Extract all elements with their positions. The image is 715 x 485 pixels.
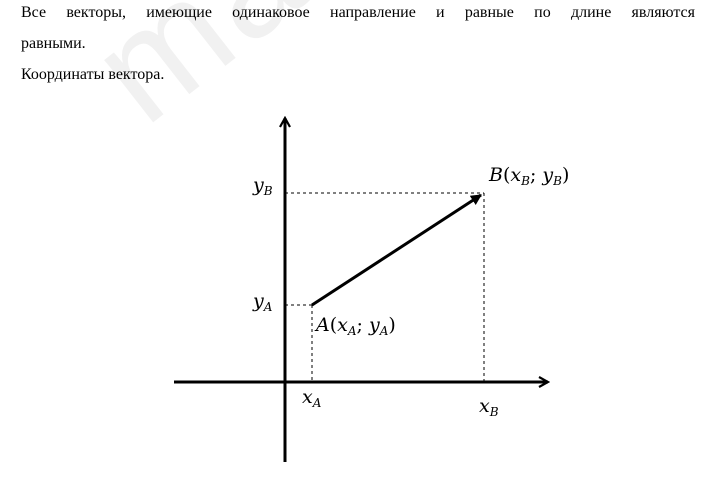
section-heading: Координаты вектора.	[21, 66, 165, 83]
vector-ab	[311, 193, 482, 307]
label-point-b: B(xB; yB)	[488, 164, 569, 188]
word: одинаковое	[232, 4, 310, 21]
word: равные	[464, 4, 514, 21]
label-point-a: A(xA; yA)	[314, 314, 396, 338]
word: являются	[631, 4, 695, 21]
word: по	[534, 4, 551, 21]
paragraph-line-1: Все векторы, имеющие одинаковое направле…	[21, 4, 695, 22]
word: длине	[570, 4, 612, 21]
word: Все	[21, 4, 47, 21]
word: направление	[330, 4, 416, 21]
paragraph-line-2: равными.	[21, 35, 86, 52]
label-y-b: yB	[252, 174, 273, 198]
label-x-b: xB	[479, 395, 499, 419]
word: векторы,	[66, 4, 126, 21]
word: имеющие	[146, 4, 212, 21]
label-x-a: xA	[302, 386, 322, 410]
word: и	[436, 4, 445, 21]
label-y-a: yA	[252, 290, 273, 314]
